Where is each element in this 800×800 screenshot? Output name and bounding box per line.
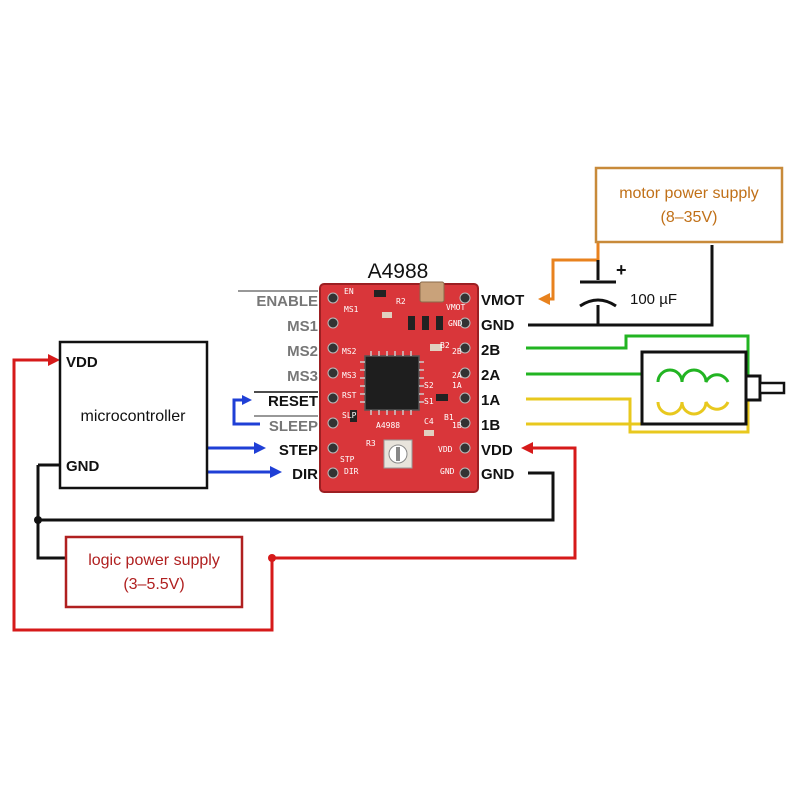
pin-label-ms3: MS3 <box>287 368 318 385</box>
chip-title: A4988 <box>368 260 429 283</box>
a4988-board <box>319 281 479 493</box>
capacitor-symbol <box>579 280 617 308</box>
mcu-title: microcontroller <box>81 408 187 425</box>
pin-label-vdd: VDD <box>481 442 513 459</box>
pin-label-reset: RESET <box>268 393 318 410</box>
logic-supply-line1: logic power supply <box>88 552 220 569</box>
svg-text:1A: 1A <box>452 381 462 390</box>
capacitor-value: 100 µF <box>630 291 677 308</box>
pin-label-2b: 2B <box>481 342 500 359</box>
microcontroller-box <box>58 340 209 490</box>
motor-supply-line2: (8–35V) <box>661 209 718 226</box>
logic-supply-line2: (3–5.5V) <box>123 576 184 593</box>
svg-text:2B: 2B <box>452 347 462 356</box>
mcu-gnd-label: GND <box>66 458 100 475</box>
pin-label-step: STEP <box>279 442 318 459</box>
svg-text:C4: C4 <box>424 417 434 426</box>
pin-label-ms2: MS2 <box>287 343 318 360</box>
pin-label-dir: DIR <box>292 466 318 483</box>
pin-label-gnd-motor: GND <box>481 317 515 334</box>
pin-label-vmot: VMOT <box>481 292 524 309</box>
svg-text:VMOT: VMOT <box>446 303 465 312</box>
svg-text:1B: 1B <box>452 421 462 430</box>
reset-arrowhead <box>242 395 252 405</box>
pin-label-1b: 1B <box>481 417 500 434</box>
pin-label-2a: 2A <box>481 367 500 384</box>
mcu-vdd-arrowhead <box>48 354 60 366</box>
logic-vdd-arrowhead <box>521 442 533 454</box>
svg-text:MS3: MS3 <box>342 371 357 380</box>
pcb-silkscreen: EN MS1 MS2 MS3 RST SLP STP DIR VMOT GND … <box>340 287 465 476</box>
motor-supply-box <box>594 166 784 244</box>
svg-text:GND: GND <box>440 467 455 476</box>
svg-text:GND: GND <box>448 319 463 328</box>
coil-2a-wire <box>526 372 658 384</box>
svg-text:R2: R2 <box>396 297 406 306</box>
logic-junction <box>268 554 276 562</box>
stepper-motor <box>640 350 786 426</box>
svg-text:S2: S2 <box>424 381 434 390</box>
svg-text:RST: RST <box>342 391 357 400</box>
svg-text:S1: S1 <box>424 397 434 406</box>
svg-text:STP: STP <box>340 455 355 464</box>
pin-label-1a: 1A <box>481 392 500 409</box>
pin-label-enable: ENABLE <box>256 293 318 310</box>
svg-text:A4988: A4988 <box>376 421 400 430</box>
logic-gnd-wire <box>36 463 555 560</box>
reset-sleep-loop <box>232 398 260 426</box>
svg-text:DIR: DIR <box>344 467 359 476</box>
vmot-arrowhead <box>538 293 550 305</box>
green-coil <box>656 368 730 383</box>
logic-vdd-wire <box>12 358 577 632</box>
logic-supply-box <box>64 535 244 609</box>
motor-gnd-wire <box>528 245 714 327</box>
motor-supply-line1: motor power supply <box>619 185 759 202</box>
svg-text:VDD: VDD <box>438 445 453 454</box>
driver-ic <box>364 355 420 411</box>
left-pin-labels: ENABLE MS1 MS2 MS3 RESET SLEEP STEP DIR <box>238 290 318 483</box>
gnd-junction <box>34 516 42 524</box>
svg-text:MS2: MS2 <box>342 347 357 356</box>
mcu-vdd-label: VDD <box>66 354 98 371</box>
svg-text:SLP: SLP <box>342 411 357 420</box>
vmot-wire <box>545 240 600 301</box>
yellow-coil <box>656 401 730 416</box>
svg-text:R3: R3 <box>366 439 376 448</box>
svg-text:B2: B2 <box>440 341 450 350</box>
svg-text:2A: 2A <box>452 371 462 380</box>
pin-label-gnd-logic: GND <box>481 466 515 483</box>
step-arrowhead <box>254 442 266 454</box>
coil-1b-wire <box>526 408 658 426</box>
pin-label-sleep: SLEEP <box>269 418 318 435</box>
right-pin-labels: VMOT GND 2B 2A 1A 1B VDD GND <box>481 292 524 483</box>
svg-text:EN: EN <box>344 287 354 296</box>
svg-text:B1: B1 <box>444 413 454 422</box>
dir-arrowhead <box>270 466 282 478</box>
pin-label-ms1: MS1 <box>287 318 318 335</box>
capacitor-plus: + <box>616 260 627 280</box>
svg-text:MS1: MS1 <box>344 305 359 314</box>
